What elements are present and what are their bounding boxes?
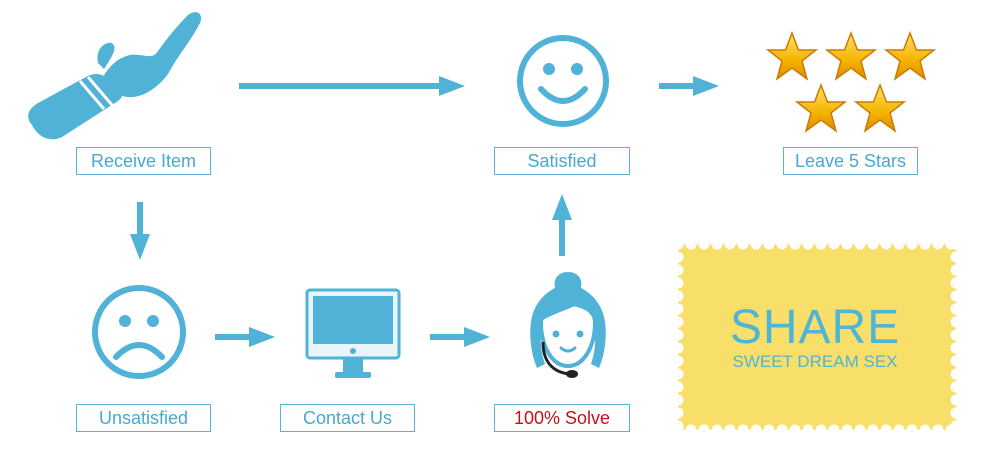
solve-label: 100% Solve: [494, 404, 630, 432]
stamp-title: SHARE: [729, 301, 901, 354]
support-agent-icon: [530, 272, 606, 378]
contact-us-label: Contact Us: [280, 404, 415, 432]
sad-face-icon: [92, 285, 186, 379]
arrow-contact-to-solve: [430, 327, 490, 347]
stamp-subtitle: SWEET DREAM SEX: [732, 352, 898, 371]
receive-item-label: Receive Item: [76, 147, 211, 175]
smiley-face-icon: [517, 35, 609, 127]
product-icon: [28, 12, 202, 140]
arrow-solve-to-satisfied: [552, 194, 572, 256]
satisfied-label: Satisfied: [494, 147, 630, 175]
arrow-unsatisfied-to-contact: [215, 327, 275, 347]
five-stars-icon: [767, 32, 935, 132]
arrow-receive-to-satisfied: [239, 76, 465, 96]
arrow-receive-to-unsatisfied: [130, 202, 150, 260]
leave-five-stars-label: Leave 5 Stars: [783, 147, 918, 175]
unsatisfied-label: Unsatisfied: [76, 404, 211, 432]
share-stamp: [678, 244, 956, 430]
computer-monitor-icon: [305, 288, 401, 378]
arrow-satisfied-to-stars: [659, 76, 719, 96]
